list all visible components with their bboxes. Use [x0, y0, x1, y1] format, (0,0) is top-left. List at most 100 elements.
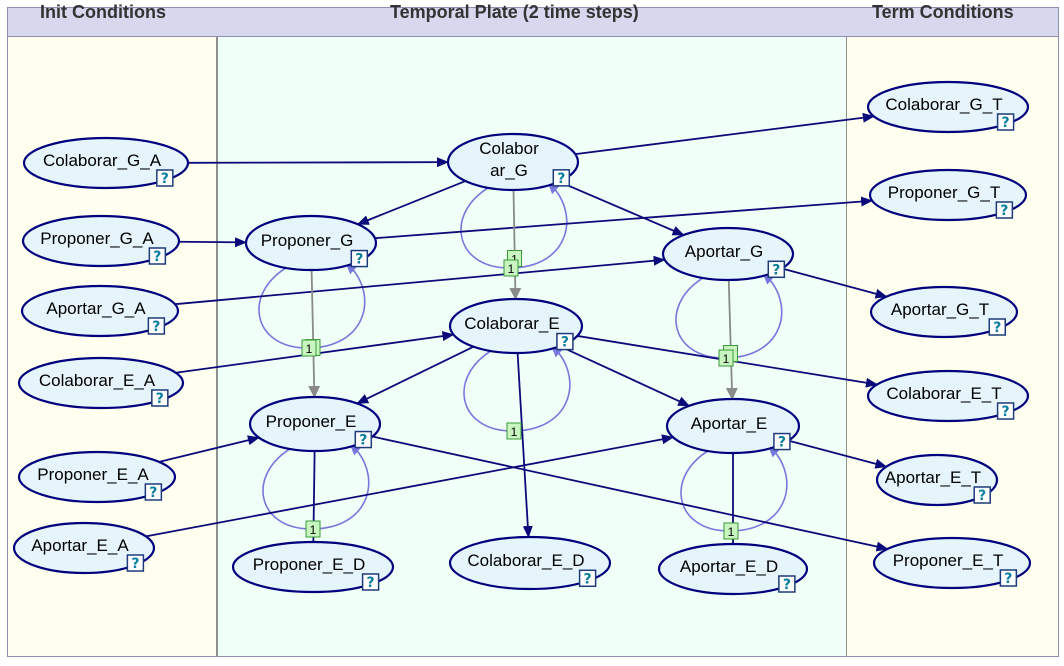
node-label: Colaborar_E [464, 314, 559, 333]
init-conditions-title: Init Conditions [40, 2, 166, 22]
svg-text:?: ? [1002, 115, 1010, 131]
arc-colaborar_e-to-proponer_e [356, 345, 474, 405]
svg-text:1: 1 [728, 525, 735, 539]
node-proponer_e[interactable]: Proponer_E? [248, 395, 382, 453]
node-label: Proponer_G [261, 231, 354, 250]
node-ellipse [17, 450, 177, 504]
node-ellipse [869, 285, 1019, 339]
node-aportar_e_a[interactable]: Aportar_E_A? [12, 521, 156, 575]
help-icon[interactable]: ? [156, 169, 174, 187]
help-icon[interactable]: ? [556, 332, 574, 351]
node-label: Colaborar_E_T [886, 384, 1001, 403]
node-aportar_g[interactable]: Aportar_G? [661, 226, 795, 282]
arc-colaborar_e-to-aportar_e [559, 345, 691, 407]
node-label: Proponer_E_D [253, 555, 365, 574]
node-ellipse [244, 214, 378, 272]
node-colaborar_e_a[interactable]: Colaborar_E_A? [17, 356, 185, 410]
node-ellipse [446, 132, 580, 192]
node-aportar_g_t[interactable]: Aportar_G_T? [869, 285, 1019, 339]
svg-text:?: ? [1000, 203, 1008, 219]
help-icon[interactable]: ? [995, 201, 1014, 219]
help-icon[interactable]: ? [126, 554, 145, 572]
help-icon[interactable]: ? [767, 260, 786, 278]
svg-text:1: 1 [511, 252, 518, 266]
node-colaborar_e[interactable]: Colaborar_E? [448, 297, 584, 355]
node-label: Aportar_E_D [680, 557, 778, 576]
svg-text:1: 1 [511, 425, 518, 439]
node-proponer_e_t[interactable]: Proponer_E_T? [872, 536, 1032, 590]
node-aportar_e[interactable]: Aportar_E? [665, 397, 801, 455]
node-label: Proponer_G_A [40, 229, 154, 248]
node-colaborar_g_a[interactable]: Colaborar_G_A? [22, 136, 190, 190]
node-label: Colaborar_G_T [885, 95, 1002, 114]
node-proponer_e_a[interactable]: Proponer_E_A? [17, 450, 177, 504]
node-colaborar_e_d[interactable]: Colaborar_E_D? [448, 535, 612, 591]
svg-text:?: ? [1002, 404, 1010, 420]
arc-proponer_g_a-to-proponer_g [178, 237, 248, 248]
arc-aportar_g-to-aportar_g_t [781, 267, 888, 299]
help-icon[interactable]: ? [147, 317, 166, 335]
node-ellipse [12, 521, 156, 575]
arc-aportar_e-to-aportar_e_t [788, 439, 888, 469]
node-proponer_g_t[interactable]: Proponer_G_T? [868, 168, 1028, 222]
node-label: Aportar_G_A [46, 299, 146, 318]
node-ellipse [448, 297, 584, 355]
svg-text:?: ? [153, 249, 161, 265]
svg-text:?: ? [161, 171, 169, 187]
node-aportar_e_d[interactable]: Aportar_E_D? [657, 542, 809, 596]
node-colaborar_g[interactable]: Colabor ar_G? [446, 132, 580, 192]
help-icon[interactable]: ? [354, 430, 373, 449]
svg-text:1: 1 [723, 352, 730, 366]
node-label: ar_G [490, 161, 528, 180]
help-icon[interactable]: ? [988, 318, 1007, 336]
svg-text:?: ? [149, 485, 157, 501]
temporal-arc-colaborar_g-to-colaborar_e [509, 189, 522, 301]
svg-text:?: ? [783, 577, 791, 593]
node-ellipse [866, 80, 1030, 134]
self-loop-aportar_e [680, 444, 788, 532]
help-icon[interactable]: ? [996, 402, 1015, 420]
help-icon[interactable]: ? [773, 432, 791, 451]
node-label: Proponer_G_T [888, 183, 1000, 202]
arc-proponer_e-to-proponer_e_t [372, 435, 889, 552]
self-loop-colaborar_e [463, 344, 571, 432]
arc-colaborar_g-to-proponer_g [356, 180, 466, 226]
svg-text:?: ? [561, 335, 569, 351]
node-proponer_g[interactable]: Proponer_G? [244, 214, 378, 272]
svg-text:?: ? [584, 571, 592, 587]
help-icon[interactable]: ? [578, 569, 597, 587]
help-icon[interactable]: ? [778, 575, 796, 593]
node-label: Aportar_G_T [891, 300, 989, 319]
node-ellipse [22, 136, 190, 190]
node-ellipse [868, 168, 1028, 222]
node-label: Colabor [479, 139, 539, 158]
help-icon[interactable]: ? [350, 249, 369, 268]
node-colaborar_g_t[interactable]: Colaborar_G_T? [866, 80, 1030, 134]
svg-text:1: 1 [310, 523, 317, 537]
help-icon[interactable]: ? [552, 169, 571, 187]
svg-text:?: ? [156, 391, 164, 407]
help-icon[interactable]: ? [151, 389, 169, 407]
node-ellipse [866, 369, 1030, 423]
node-ellipse [248, 395, 382, 453]
svg-text:1: 1 [508, 262, 515, 276]
node-ellipse [448, 535, 612, 591]
arc-colaborar_g-to-colaborar_g_t [575, 112, 875, 156]
node-colaborar_e_t[interactable]: Colaborar_E_T? [866, 369, 1030, 423]
help-icon[interactable]: ? [144, 483, 163, 501]
svg-text:?: ? [355, 252, 363, 268]
node-aportar_g_a[interactable]: Aportar_G_A? [20, 284, 180, 338]
help-icon[interactable]: ? [996, 113, 1015, 131]
help-icon[interactable]: ? [999, 569, 1018, 587]
node-proponer_e_d[interactable]: Proponer_E_D? [231, 540, 395, 594]
node-aportar_e_t[interactable]: Aportar_E_T? [875, 453, 999, 507]
node-proponer_g_a[interactable]: Proponer_G_A? [21, 214, 181, 268]
help-icon[interactable]: ? [361, 573, 380, 591]
svg-text:1: 1 [306, 342, 313, 356]
help-icon[interactable]: ? [973, 486, 991, 504]
arc-proponer_g-to-proponer_g_t [374, 196, 874, 240]
help-icon[interactable]: ? [148, 247, 167, 265]
node-ellipse [665, 397, 801, 455]
loop-badge-aportar_e: 1 [723, 522, 739, 540]
